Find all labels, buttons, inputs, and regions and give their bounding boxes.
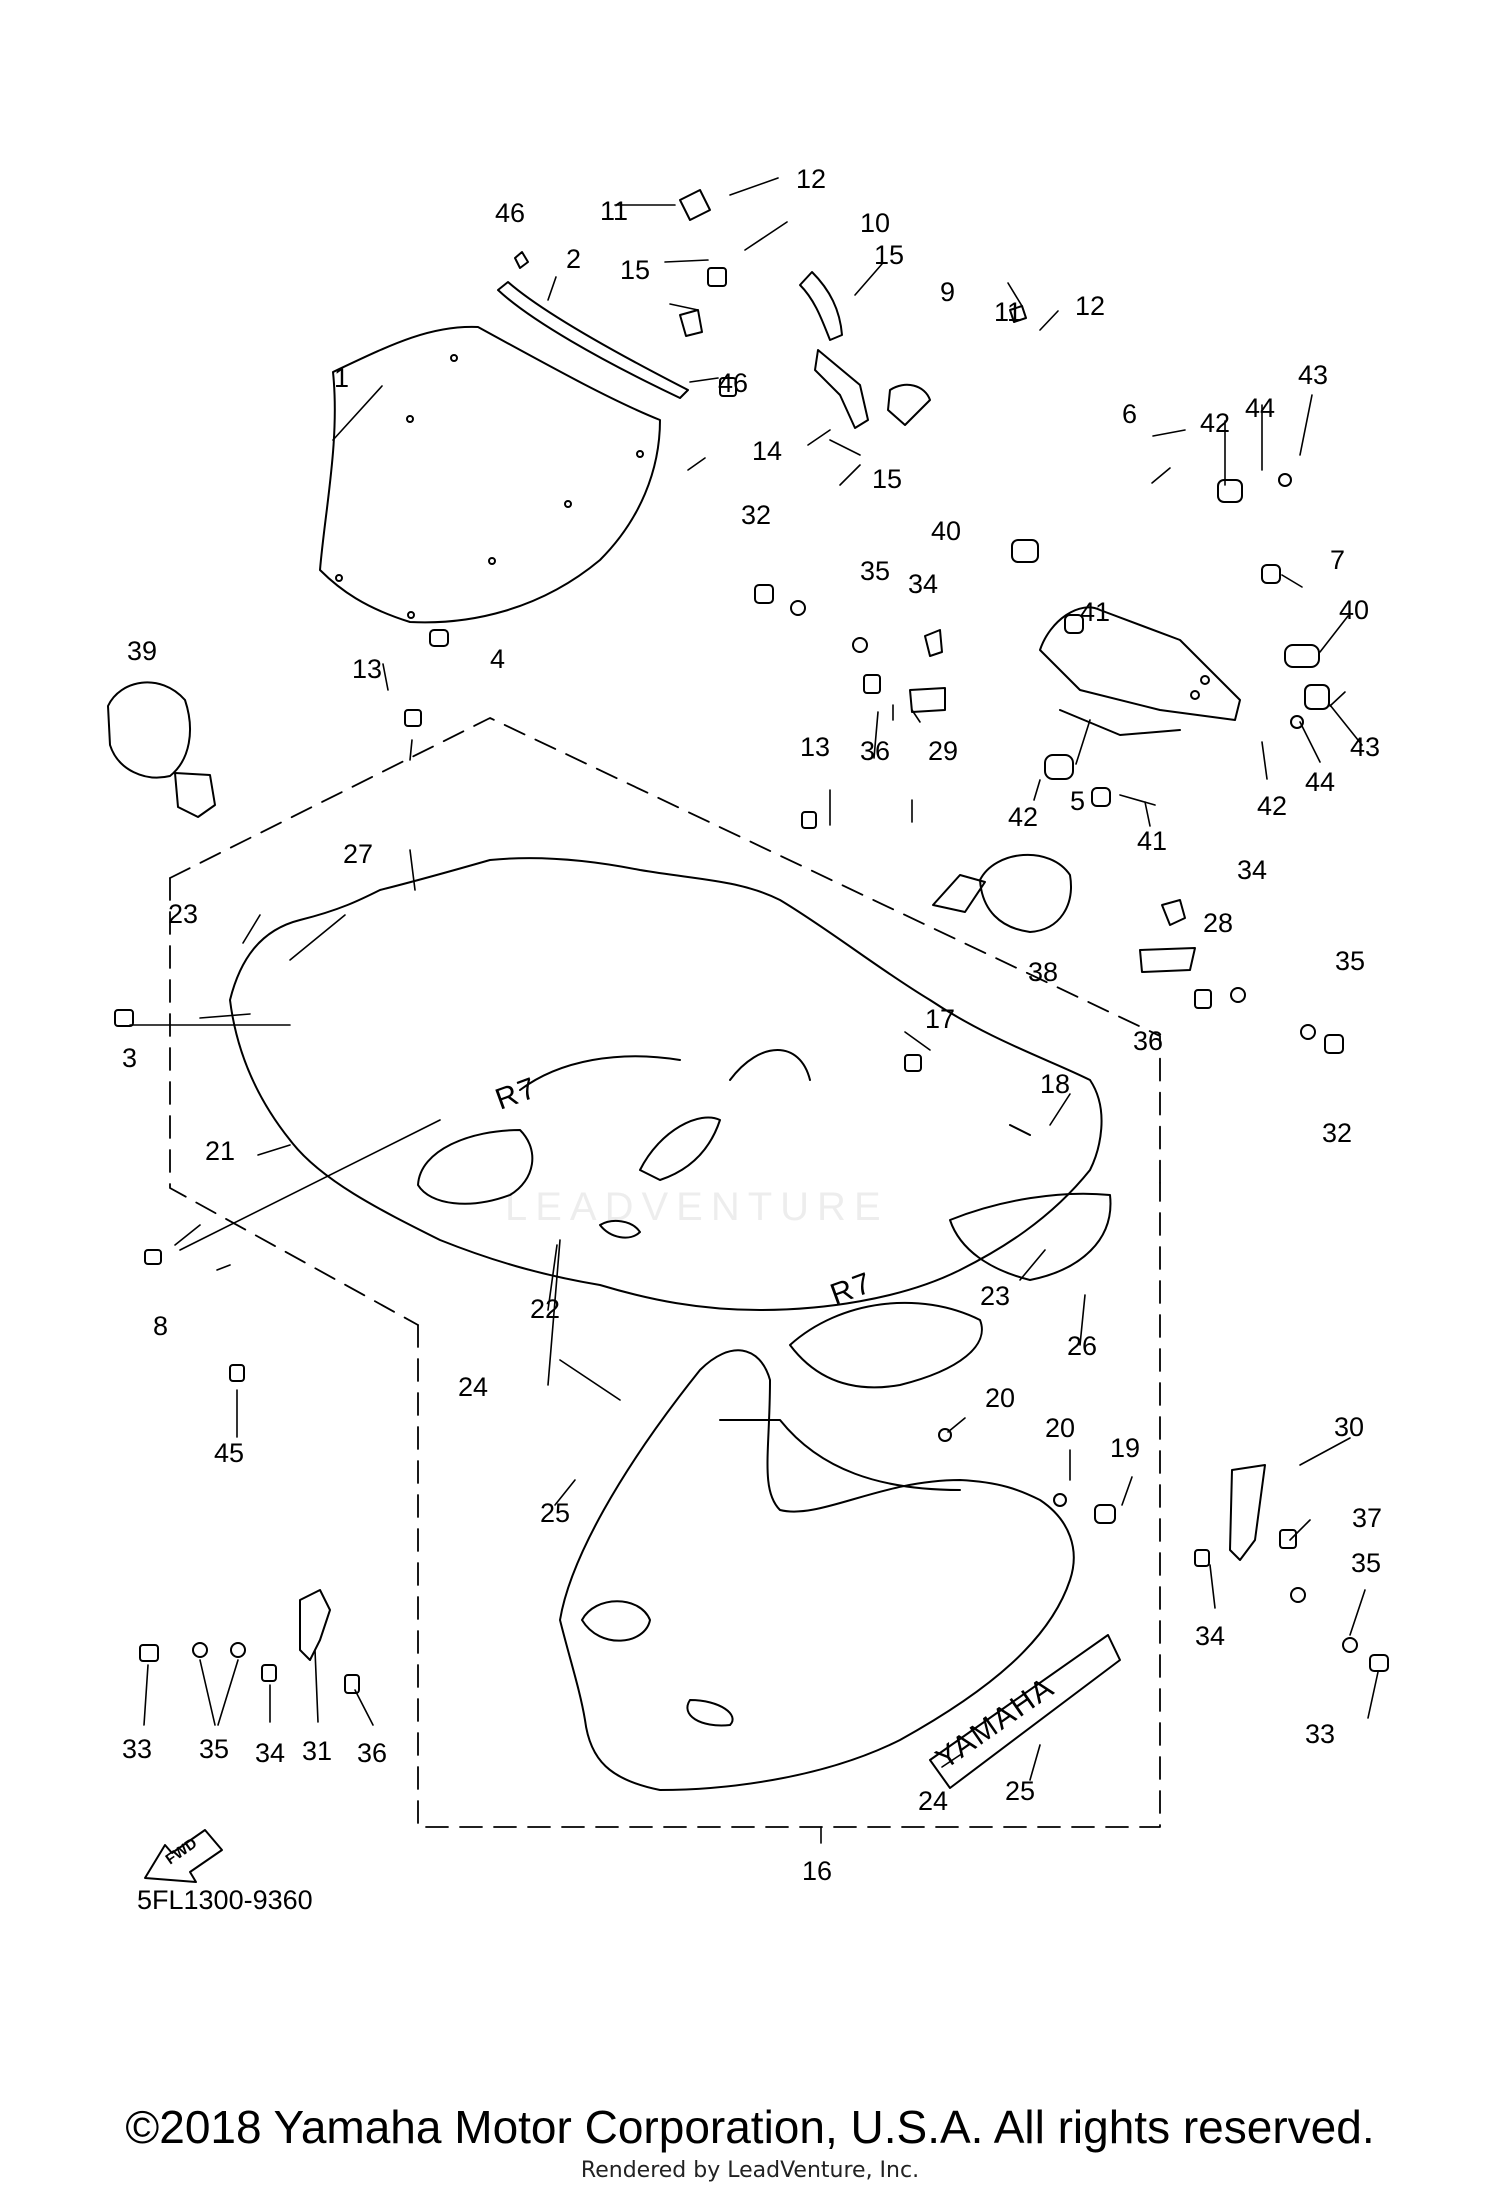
callout-13a: 13 xyxy=(352,654,382,684)
diagram-code: 5FL1300-9360 xyxy=(137,1885,313,1915)
stay-upper xyxy=(799,271,931,429)
callout-34b: 34 xyxy=(1237,855,1267,885)
callout-31: 31 xyxy=(302,1736,332,1766)
callout-7: 7 xyxy=(1330,545,1345,575)
callout-45: 45 xyxy=(214,1438,244,1468)
callout-13b: 13 xyxy=(800,732,830,762)
callout-3: 3 xyxy=(122,1043,137,1073)
callout-43b: 43 xyxy=(1350,732,1380,762)
callout-8: 8 xyxy=(153,1311,168,1341)
callout-24b: 24 xyxy=(918,1786,948,1816)
callout-10: 10 xyxy=(860,208,890,238)
callout-42a: 42 xyxy=(1200,408,1230,438)
mount-stay xyxy=(1039,479,1330,780)
copyright-notice: ©2018 Yamaha Motor Corporation, U.S.A. A… xyxy=(125,2101,1375,2153)
mirror-right xyxy=(932,854,1072,933)
callout-34d: 34 xyxy=(1195,1621,1225,1651)
callout-11a: 11 xyxy=(600,196,628,226)
callout-46b: 46 xyxy=(718,368,748,398)
mirror-left xyxy=(107,681,216,818)
hardware-group xyxy=(114,189,1320,1524)
bracket-right-mid xyxy=(1139,899,1344,1054)
callout-29: 29 xyxy=(928,736,958,766)
callout-9: 9 xyxy=(940,277,955,307)
callout-36a: 36 xyxy=(860,736,890,766)
callout-24a: 24 xyxy=(458,1372,488,1402)
callout-19: 19 xyxy=(1110,1433,1140,1463)
callout-36b: 36 xyxy=(1133,1026,1163,1056)
callout-46a: 46 xyxy=(495,198,525,228)
callout-41b: 41 xyxy=(1137,826,1167,856)
callout-44a: 44 xyxy=(1245,393,1275,423)
callout-16: 16 xyxy=(802,1856,832,1886)
callout-1: 1 xyxy=(334,363,349,393)
callout-43a: 43 xyxy=(1298,360,1328,390)
side-panel xyxy=(789,1192,1112,1389)
callout-12b: 12 xyxy=(1075,291,1105,321)
callout-25a: 25 xyxy=(540,1498,570,1528)
callout-23b: 23 xyxy=(980,1281,1010,1311)
bracket-left-lower xyxy=(139,1589,360,1694)
callout-6: 6 xyxy=(1122,399,1137,429)
callout-25b: 25 xyxy=(1005,1776,1035,1806)
callout-15a: 15 xyxy=(620,255,650,285)
lower-cowling xyxy=(559,1349,1075,1791)
callout-42c: 42 xyxy=(1257,791,1287,821)
callout-38: 38 xyxy=(1028,957,1058,987)
rendered-by-notice: Rendered by LeadVenture, Inc. xyxy=(580,2158,920,2183)
callout-26: 26 xyxy=(1067,1331,1097,1361)
callout-44b: 44 xyxy=(1305,767,1335,797)
callout-35d: 35 xyxy=(1351,1548,1381,1578)
callout-15b: 15 xyxy=(874,240,904,270)
callout-15c: 15 xyxy=(872,464,902,494)
callout-34c: 34 xyxy=(255,1738,285,1768)
callout-28: 28 xyxy=(1203,908,1233,938)
callout-14: 14 xyxy=(752,436,782,466)
callout-20a: 20 xyxy=(985,1383,1015,1413)
callout-22: 22 xyxy=(530,1294,560,1324)
callout-5: 5 xyxy=(1070,786,1085,816)
watermark: LEADVENTURE xyxy=(505,1185,889,1229)
callout-18: 18 xyxy=(1040,1069,1070,1099)
callout-labels: 1 2 3 4 5 6 7 8 9 10 11 11 12 12 13 13 1… xyxy=(122,164,1382,1886)
fwd-label: FWD xyxy=(163,1835,201,1869)
callout-40b: 40 xyxy=(1339,595,1369,625)
callout-20b: 20 xyxy=(1045,1413,1075,1443)
callout-34a: 34 xyxy=(908,569,938,599)
callout-30: 30 xyxy=(1334,1412,1364,1442)
callout-35a: 35 xyxy=(860,556,890,586)
callout-21: 21 xyxy=(205,1136,235,1166)
fwd-arrow-icon xyxy=(144,1829,223,1883)
callout-23a: 23 xyxy=(168,899,198,929)
callout-32b: 32 xyxy=(1322,1118,1352,1148)
callout-33a: 33 xyxy=(122,1734,152,1764)
callout-39: 39 xyxy=(127,636,157,666)
callout-33b: 33 xyxy=(1305,1719,1335,1749)
windscreen xyxy=(319,325,661,624)
callout-35b: 35 xyxy=(1335,946,1365,976)
callout-11b: 11 xyxy=(994,297,1022,327)
callout-32a: 32 xyxy=(741,500,771,530)
callout-37: 37 xyxy=(1352,1503,1382,1533)
dashed-assembly-outline xyxy=(169,717,1161,1828)
leader-lines xyxy=(129,177,1379,1844)
bracket-right-lower xyxy=(1194,1464,1389,1672)
callout-41a: 41 xyxy=(1080,597,1110,627)
yamaha-decal-text: YAMAHA xyxy=(930,1670,1061,1775)
windscreen-trim xyxy=(497,251,703,399)
upper-cowling xyxy=(229,857,1103,1311)
callout-40a: 40 xyxy=(931,516,961,546)
callout-17: 17 xyxy=(925,1004,955,1034)
callout-4: 4 xyxy=(490,644,505,674)
callout-12a: 12 xyxy=(796,164,826,194)
callout-42b: 42 xyxy=(1008,802,1038,832)
callout-36c: 36 xyxy=(357,1738,387,1768)
callout-35c: 35 xyxy=(199,1734,229,1764)
callout-27: 27 xyxy=(343,839,373,869)
yamaha-decal xyxy=(929,1634,1121,1789)
r7-decal-text: R7 xyxy=(491,1071,542,1116)
callout-2: 2 xyxy=(566,244,581,274)
